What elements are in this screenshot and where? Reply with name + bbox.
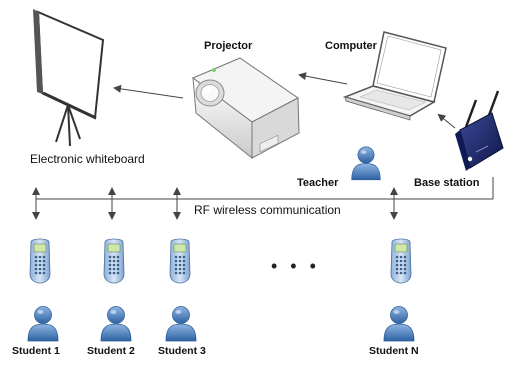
more-students-ellipsis: • • • (271, 256, 320, 276)
computer-label: Computer (325, 40, 377, 52)
student-label: Student 2 (87, 345, 135, 357)
student-1-clicker-icon (29, 238, 51, 284)
projector-label: Projector (204, 40, 253, 52)
computer-to-projector-arrow (298, 72, 348, 85)
student-n-person-icon (383, 306, 415, 342)
student-1-person-icon (27, 306, 59, 342)
laptop-icon (342, 31, 447, 121)
student-3-person-icon (165, 306, 197, 342)
rf-communication-label: RF wireless communication (194, 203, 341, 217)
student-2-person-icon (100, 306, 132, 342)
whiteboard-label: Electronic whiteboard (30, 152, 145, 166)
student-2-clicker-icon (103, 238, 125, 284)
student-label: Student 3 (158, 345, 206, 357)
projector-icon (192, 57, 300, 160)
projector-to-whiteboard-arrow (113, 84, 184, 99)
base-station-icon (455, 90, 504, 171)
student-label: Student N (369, 345, 419, 357)
rf-bus (32, 177, 494, 220)
base-station-label: Base station (414, 177, 480, 189)
student-n-clicker-icon (390, 238, 412, 284)
teacher-label: Teacher (297, 177, 339, 189)
teacher-person-icon (351, 146, 381, 181)
student-label: Student 1 (12, 345, 60, 357)
whiteboard-icon (33, 9, 105, 147)
base-to-computer-arrow (437, 113, 456, 129)
student-3-clicker-icon (169, 238, 191, 284)
